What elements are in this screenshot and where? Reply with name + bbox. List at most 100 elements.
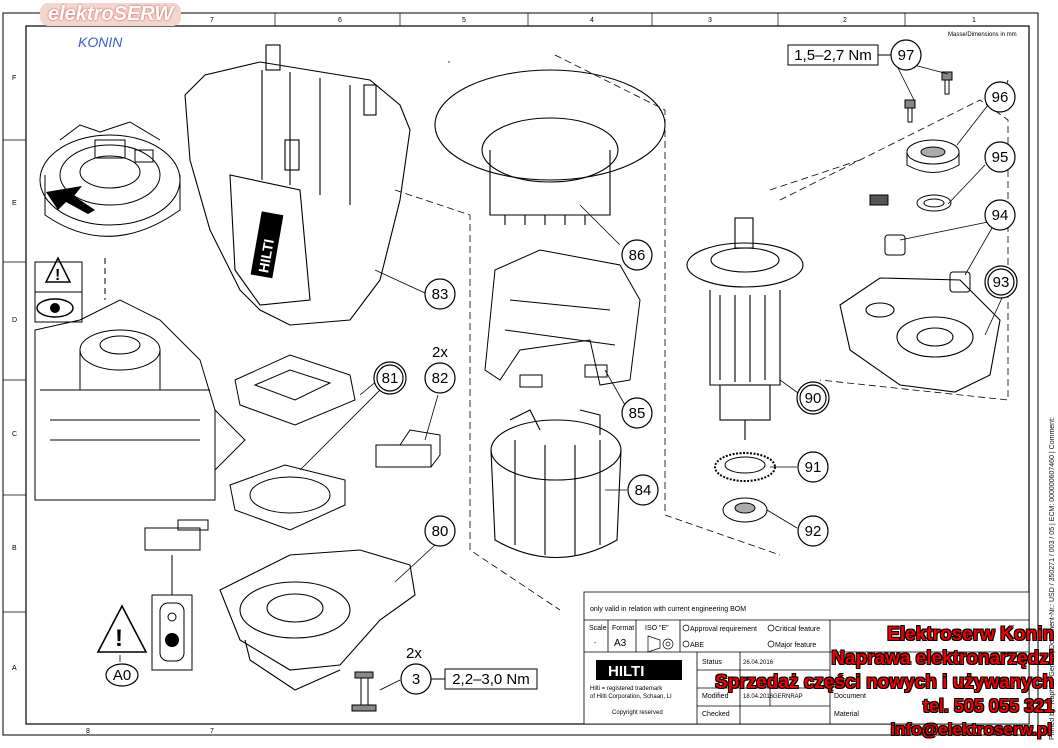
- brush-frame-85: [484, 249, 641, 388]
- title-block: [583, 591, 1030, 725]
- callout-3: 3: [412, 671, 420, 688]
- zone-col-6: 6: [338, 17, 342, 24]
- bearing-96: [906, 139, 960, 173]
- zone-row-f: F: [12, 75, 16, 82]
- svg-text:!: !: [115, 625, 123, 652]
- brush-holder-top-left: [39, 121, 181, 237]
- zone-col-7-bottom: 7: [210, 728, 214, 735]
- inner-frame: [25, 25, 1030, 725]
- units-note: Masse/Dimensions in mm: [948, 32, 1017, 38]
- svg-text:18.04.2016: 18.04.2016: [743, 694, 774, 700]
- screws-97: [904, 71, 953, 123]
- callout-95: 95: [992, 149, 1009, 166]
- carbon-brush-82: [375, 429, 441, 468]
- qty-82: 2x: [432, 344, 448, 361]
- callout-85: 85: [629, 405, 646, 422]
- zone-row-a: A: [12, 665, 17, 672]
- svg-text:ABE: ABE: [690, 642, 704, 649]
- callout-labels: 97 96 95 94 93 86 83 81 82 85 90 91 92 8…: [113, 47, 1010, 688]
- watermark-city: KONIN: [78, 34, 123, 50]
- svg-text:Scale: Scale: [589, 625, 607, 632]
- svg-text:Document: Document: [834, 693, 866, 700]
- svg-text:Material: Material: [834, 711, 859, 718]
- zone-col-3: 3: [708, 17, 712, 24]
- callout-97: 97: [898, 47, 915, 64]
- svg-text:HILTI: HILTI: [255, 238, 277, 274]
- callout-93: 93: [993, 274, 1010, 291]
- qty-3: 2x: [406, 645, 422, 662]
- callout-92: 92: [805, 523, 822, 540]
- motor-view-left: [34, 299, 246, 501]
- svg-text:1,5–2,7 Nm: 1,5–2,7 Nm: [794, 47, 872, 64]
- callout-90: 90: [805, 390, 822, 407]
- carbon-brush-left: [144, 519, 209, 551]
- svg-text:!: !: [55, 267, 60, 284]
- zone-col-7: 7: [210, 17, 214, 24]
- promo-line-5: info@elektroserw.pl: [890, 720, 1052, 739]
- svg-text:Modified: Modified: [702, 693, 729, 700]
- promo-line-4: tel. 505 055 321: [922, 696, 1054, 716]
- svg-text:Major feature: Major feature: [775, 642, 816, 649]
- brush-holder-81: [229, 354, 356, 531]
- housing-83: [184, 44, 411, 326]
- gear-91: [714, 452, 776, 482]
- pin-left: [869, 194, 889, 206]
- svg-text:2,2–3,0 Nm: 2,2–3,0 Nm: [452, 671, 530, 688]
- svg-text:Copyright reserved: Copyright reserved: [612, 710, 663, 716]
- svg-text:Hilti = registered trademark: Hilti = registered trademark: [590, 686, 663, 692]
- screw-3: [351, 671, 377, 712]
- gear-plate-93: [839, 277, 1001, 393]
- assembly-dashed-lines: [394, 54, 1009, 611]
- promo-line-1: Elektroserw Konin: [887, 624, 1054, 645]
- svg-text:of Hilti Corporation, Schaan,: of Hilti Corporation, Schaan, LI: [590, 694, 672, 700]
- hilti-logo-on-housing: HILTI: [250, 211, 284, 279]
- warning-triangle-icon: !: [96, 604, 148, 653]
- bom-note: only valid in relation with current engi…: [590, 606, 746, 613]
- promo-line-3: Sprzedaż części nowych i używanych: [715, 672, 1054, 693]
- callout-81: 81: [382, 370, 399, 387]
- hilti-logo-title-block: HILTI: [596, 660, 682, 680]
- svg-text:Approval requirement: Approval requirement: [690, 626, 757, 633]
- washer-95: [916, 194, 952, 212]
- bushings-94: [884, 234, 971, 293]
- svg-text:GERNRAP: GERNRAP: [773, 694, 803, 700]
- inspection-panel-icon: [151, 555, 193, 671]
- outer-frame: [2, 12, 1039, 736]
- torque-box-top: 1,5–2,7 Nm: [787, 44, 891, 66]
- zone-row-b: B: [12, 545, 17, 552]
- top-zone-labels: 8 7 6 5 4 3 2 1 8 7 F E D C B A: [12, 17, 976, 735]
- svg-text:Checked: Checked: [702, 711, 730, 718]
- callout-94: 94: [992, 207, 1009, 224]
- svg-text:A3: A3: [614, 638, 627, 649]
- callout-91: 91: [805, 459, 822, 476]
- zone-row-c: C: [12, 431, 17, 438]
- iso-projection-icon: [647, 635, 674, 653]
- svg-text:HILTI: HILTI: [608, 663, 644, 680]
- zone-ticks: [3, 13, 906, 613]
- zone-col-4: 4: [590, 17, 594, 24]
- svg-text:Critical feature: Critical feature: [775, 626, 820, 633]
- zone-col-8-bottom: 8: [86, 728, 90, 735]
- callouts: [105, 39, 1018, 695]
- watermark-brand: elektroSERW: [40, 3, 182, 26]
- zone-col-1: 1: [972, 17, 976, 24]
- callout-83: 83: [432, 286, 449, 303]
- approval-radio-icons: [682, 624, 775, 648]
- torque-box-bottom: 2,2–3,0 Nm: [431, 668, 538, 690]
- svg-text:ISO "E": ISO "E": [645, 625, 669, 632]
- svg-text:-: -: [594, 640, 597, 647]
- stator-84: [490, 409, 622, 559]
- zone-col-2: 2: [843, 17, 847, 24]
- svg-text:26.04.2016: 26.04.2016: [743, 660, 774, 666]
- promo-line-2: Naprawa elektronarzędzi: [831, 648, 1054, 669]
- zone-row-e: E: [12, 200, 17, 207]
- callout-86: 86: [629, 247, 646, 264]
- bearing-92: [722, 497, 768, 523]
- callout-80: 80: [432, 523, 449, 540]
- title-block-text: only valid in relation with current engi…: [589, 606, 866, 718]
- callout-82: 82: [432, 370, 449, 387]
- zone-col-5: 5: [462, 17, 466, 24]
- callout-84: 84: [635, 482, 652, 499]
- leader-lines: [119, 59, 1009, 691]
